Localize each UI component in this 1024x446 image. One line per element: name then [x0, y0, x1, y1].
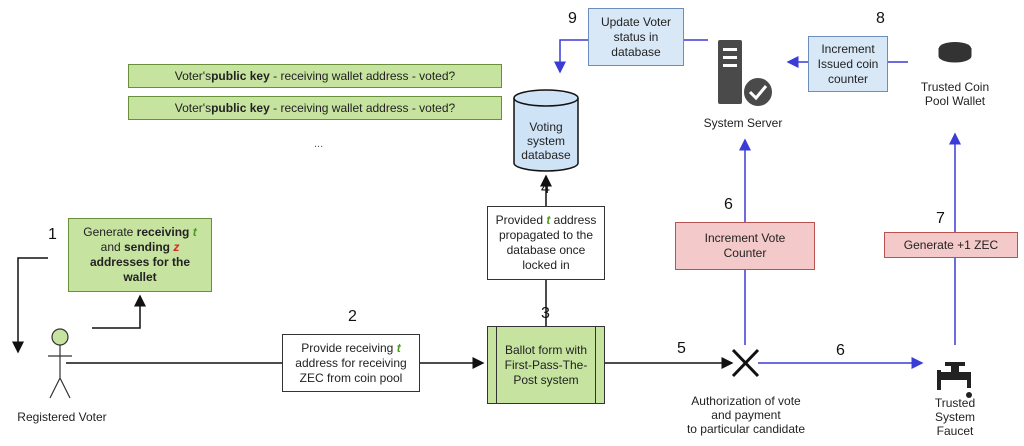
prop-line4: locked in	[522, 258, 570, 272]
ballot-form-box: Ballot form with First-Pass-The- Post sy…	[487, 326, 605, 404]
registered-voter-label: Registered Voter	[17, 410, 107, 424]
gen-z-letter: z	[173, 240, 180, 254]
faucet-label: Trusted System Faucet	[922, 396, 988, 438]
ballot-line3: Post system	[513, 372, 579, 387]
issued-line3: counter	[827, 71, 869, 86]
provide-line2: address for receiving	[295, 355, 407, 370]
arrow-step1-up	[92, 294, 146, 329]
provide-t-letter: t	[396, 340, 401, 355]
provide-line3: ZEC from coin pool	[299, 370, 403, 385]
update-line2: status in	[613, 29, 659, 44]
generate-addresses-box: Generate receiving t and sending z addre…	[68, 218, 212, 292]
stack-row-2: Voter's public key - receiving wallet ad…	[128, 96, 502, 120]
server-icon	[718, 40, 774, 108]
step-number-1: 1	[48, 226, 57, 243]
prop-line1a: Provided	[495, 213, 547, 227]
db-line3: database	[521, 148, 571, 162]
gen-line4: wallet	[123, 270, 157, 284]
step-number-4: 4	[541, 180, 550, 197]
auth-line1: Authorization of vote	[691, 394, 801, 408]
step-number-7: 7	[936, 210, 945, 227]
increment-issued-coin-box: Increment Issued coin counter	[808, 36, 888, 92]
stack-row-2-prefix: Voter's	[174, 101, 212, 115]
faucet-line3: Faucet	[936, 424, 974, 438]
prop-line1c: address	[550, 213, 597, 227]
stack-row-1-bold: public key	[211, 69, 270, 83]
arrow-step1-down	[12, 257, 48, 354]
gen-line1a: Generate	[83, 225, 137, 239]
stack-row-2-suffix: - receiving wallet address - voted?	[269, 101, 456, 115]
step-number-2: 2	[348, 308, 357, 325]
stack-row-1: Voter's public key - receiving wallet ad…	[128, 64, 502, 88]
step-number-3: 3	[541, 305, 550, 322]
update-line1: Update Voter	[600, 14, 672, 29]
prop-t-letter: t	[546, 213, 551, 227]
faucet-icon	[937, 362, 972, 398]
authorization-cross	[731, 348, 760, 378]
gen-line3: addresses for the	[89, 255, 191, 269]
trusted-coin-pool-label: Trusted Coin Pool Wallet	[905, 80, 1005, 108]
stack-row-1-suffix: - receiving wallet address - voted?	[269, 69, 456, 83]
vote-counter-line2: Counter	[723, 246, 767, 260]
authorization-label: Authorization of vote and payment to par…	[662, 394, 830, 436]
step-number-9: 9	[568, 10, 577, 27]
database-cylinder	[513, 89, 579, 172]
update-voter-status-box: Update Voter status in database	[588, 8, 684, 66]
gen-line2a: and	[100, 240, 124, 254]
provide-address-box: Provide receiving t address for receivin…	[282, 334, 420, 392]
step-number-6a: 6	[724, 196, 733, 213]
wallet-line2: Pool Wallet	[924, 94, 986, 108]
gen-line1b: receiving	[136, 225, 193, 239]
auth-line2: and payment	[711, 408, 781, 422]
ballot-line2: First-Pass-The-	[504, 357, 588, 372]
prop-line2: propagated to the	[498, 228, 594, 242]
issued-line1: Increment	[821, 41, 875, 56]
issued-line2: Issued coin	[817, 56, 879, 71]
db-line1: Voting	[529, 120, 563, 134]
stack-row-2-bold: public key	[211, 101, 270, 115]
prop-line3: database once	[506, 243, 586, 257]
generate-zec-box: Generate +1 ZEC	[884, 232, 1018, 258]
increment-vote-counter-box: Increment Vote Counter	[675, 222, 815, 270]
ballot-line1: Ballot form with	[504, 342, 588, 357]
db-line2: system	[526, 134, 565, 148]
coin-pool-icon	[938, 42, 972, 63]
wallet-line1: Trusted Coin	[920, 80, 990, 94]
faucet-line1: Trusted	[934, 396, 976, 410]
propagate-box: Provided t address propagated to the dat…	[487, 206, 605, 280]
faucet-line2: System	[934, 410, 975, 424]
provide-line1: Provide receiving	[301, 340, 397, 355]
vote-counter-line1: Increment Vote	[704, 231, 786, 245]
step-number-5: 5	[677, 340, 686, 357]
step-number-8: 8	[876, 10, 885, 27]
gen-t-letter: t	[192, 225, 197, 239]
update-line3: database	[611, 44, 661, 59]
voter-stick-figure	[48, 328, 72, 399]
stack-ellipsis: ...	[314, 138, 324, 150]
auth-line3: to particular candidate	[686, 422, 806, 436]
gen-line2b: sending	[124, 240, 174, 254]
database-label: Voting system database	[514, 120, 578, 162]
step-number-6b: 6	[836, 342, 845, 359]
system-server-label: System Server	[703, 116, 783, 130]
stack-row-1-prefix: Voter's	[174, 69, 212, 83]
